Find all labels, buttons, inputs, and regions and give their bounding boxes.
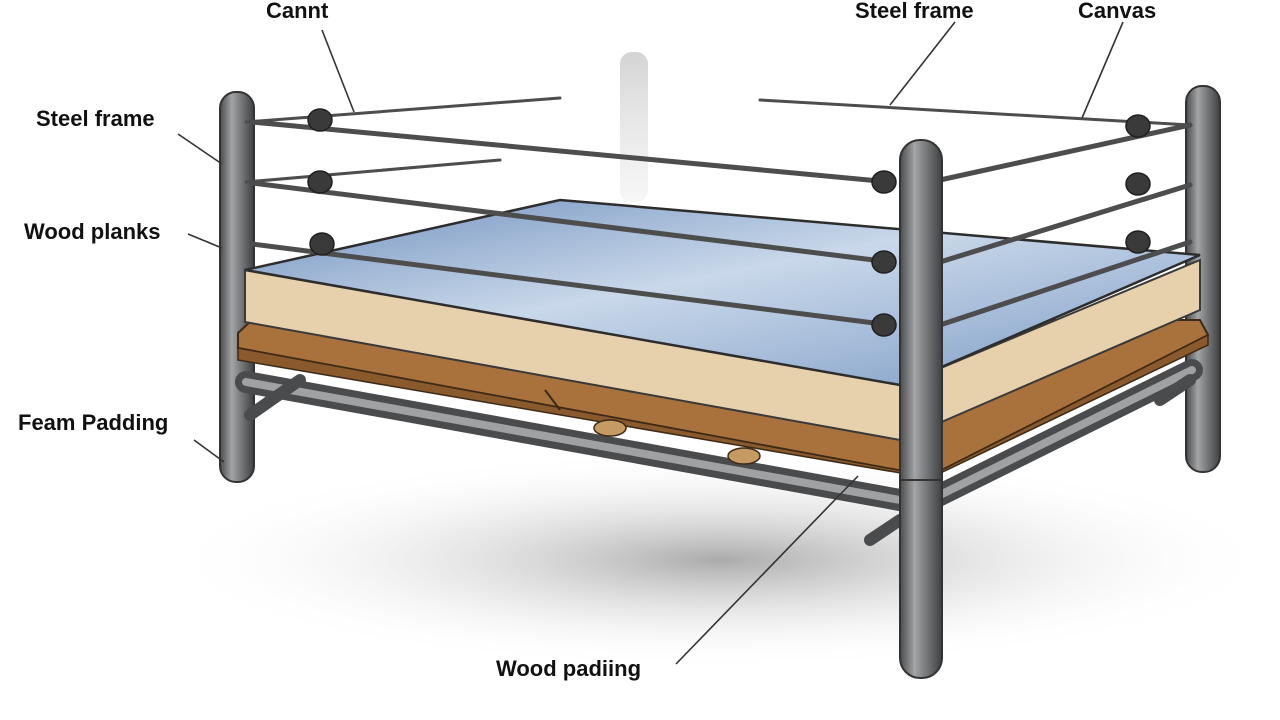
- label-steel-frame-left: Steel frame: [36, 106, 155, 131]
- turnbuckles: [307, 108, 1151, 337]
- label-steel-frame-top: Steel frame: [855, 0, 974, 23]
- label-foam-padding: Feam Padding: [18, 410, 169, 435]
- back-corner-post: [620, 52, 648, 202]
- leader-lines: [177, 21, 1124, 665]
- canvas-mat: [244, 198, 1201, 387]
- ring-ropes: [244, 96, 1193, 328]
- label-wood-padding: Wood padiing: [496, 656, 642, 681]
- front-corner-post: [899, 139, 943, 679]
- floor-shadow: [160, 450, 1280, 670]
- label-wood-planks: Wood planks: [24, 219, 161, 244]
- label-cannt: Cannt: [266, 0, 329, 23]
- steel-frame-rails: [235, 359, 1203, 546]
- label-canvas: Canvas: [1078, 0, 1157, 23]
